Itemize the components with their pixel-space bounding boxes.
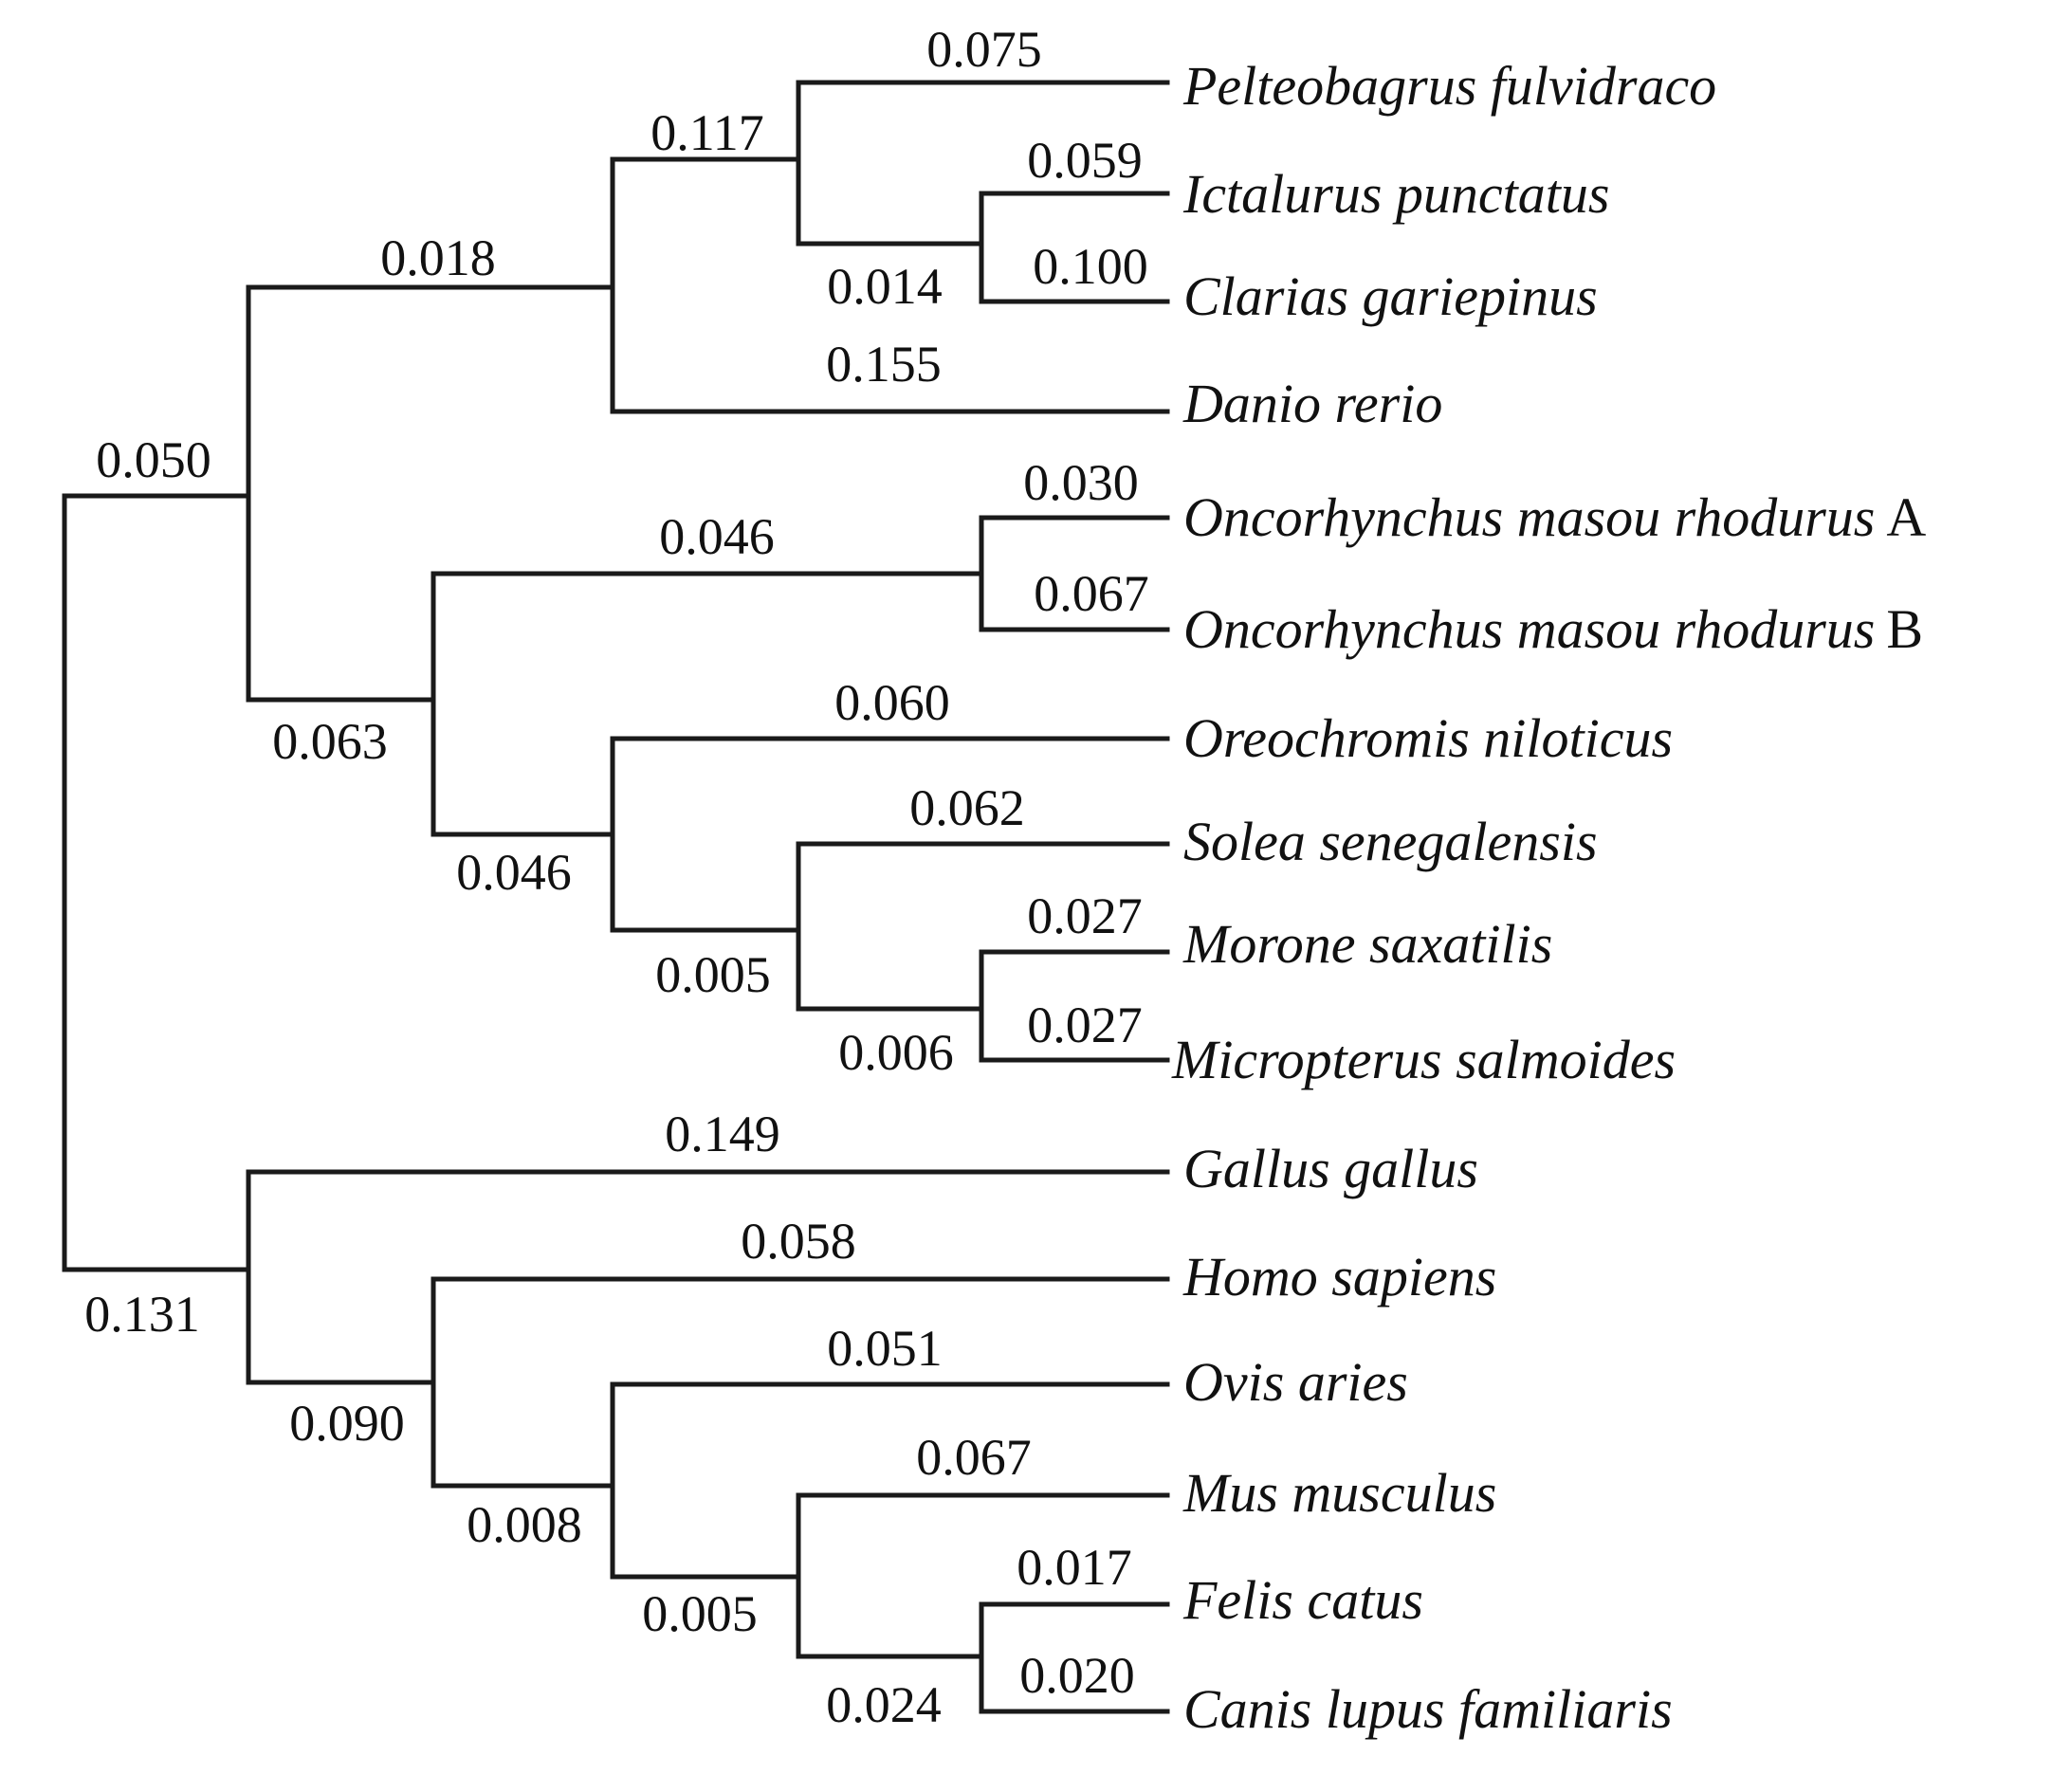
branch-salmon-perch [431,571,984,837]
length-label: 0.046 [456,844,572,901]
taxon-label: Clarias gariepinus [1183,265,1598,327]
length-label: 0.027 [1027,997,1143,1053]
species-name: Solea senegalensis [1183,811,1598,872]
species-name: Mus musculus [1182,1462,1496,1524]
length-label: 0.008 [467,1496,582,1553]
variant-suffix: B [1886,598,1923,660]
length-label: 0.005 [655,946,771,1003]
branch-mammals [431,1276,1170,1489]
species-name: Gallus gallus [1183,1138,1478,1199]
length-label: 0.046 [659,508,775,565]
taxon-label: Morone saxatilis [1182,913,1552,975]
taxon-label: Felis catus [1182,1569,1423,1631]
species-name: Oncorhynchus masou rhodurus [1183,486,1875,548]
length-label: 0.017 [1017,1539,1132,1596]
length-label: 0.063 [272,713,388,770]
branch-perch-group [610,736,1170,933]
length-label: 0.020 [1019,1647,1135,1704]
branch-ictalurus-clarias [979,191,1170,304]
length-label: 0.149 [665,1106,780,1162]
length-label: 0.067 [1034,565,1149,622]
length-label: 0.131 [84,1286,200,1343]
species-name: Ictalurus punctatus [1182,163,1609,225]
length-label: 0.018 [380,229,496,286]
species-name: Felis catus [1182,1569,1423,1631]
length-label: 0.090 [289,1395,405,1452]
length-label: 0.005 [642,1585,758,1642]
taxon-label: Ictalurus punctatus [1182,163,1609,225]
length-label: 0.014 [827,258,943,315]
taxon-label: Oreochromis niloticus [1183,707,1673,769]
branch-length-labels: 0.050 0.131 0.018 0.063 0.117 0.155 0.07… [84,21,1149,1733]
branch-fish [246,284,615,703]
taxon-label: Pelteobagrus fulvidraco [1182,55,1716,117]
length-label: 0.006 [838,1024,954,1081]
branch-catfish-danio [610,156,1170,414]
length-label: 0.075 [926,21,1042,78]
species-name: Homo sapiens [1182,1246,1496,1307]
length-label: 0.051 [827,1320,943,1377]
variant-suffix: A [1886,486,1926,548]
branch-tetrapods [246,1169,1170,1385]
length-label: 0.024 [826,1676,942,1733]
species-name: Morone saxatilis [1182,913,1552,975]
branch-solea-group [796,841,1170,1012]
length-label: 0.027 [1027,887,1143,944]
species-name: Pelteobagrus fulvidraco [1182,55,1716,117]
tree-branches [62,80,1170,1714]
taxon-label: Danio rerio [1182,373,1442,434]
length-label: 0.155 [826,336,942,393]
length-label: 0.100 [1033,238,1148,295]
species-name: Micropterus salmoides [1171,1029,1676,1090]
length-label: 0.050 [96,431,211,488]
length-label: 0.059 [1027,132,1143,189]
branch-root [62,493,251,1272]
taxon-label: Micropterus salmoides [1171,1029,1676,1090]
length-label: 0.030 [1023,454,1139,511]
length-label: 0.058 [741,1213,856,1270]
length-label: 0.067 [916,1429,1032,1486]
taxon-label: Homo sapiens [1182,1246,1496,1307]
species-name: Oreochromis niloticus [1183,707,1673,769]
species-name: Clarias gariepinus [1183,265,1598,327]
branch-morone-micropterus [979,949,1170,1063]
branch-ovis-group [610,1381,1170,1580]
branch-mus-group [796,1492,1170,1659]
length-label: 0.062 [909,779,1025,836]
species-name: Canis lupus familiaris [1183,1678,1673,1740]
taxon-label: Canis lupus familiaris [1183,1678,1673,1740]
species-name: Oncorhynchus masou rhodurus [1183,598,1875,660]
species-name: Danio rerio [1182,373,1442,434]
taxon-label: Gallus gallus [1183,1138,1478,1199]
length-label: 0.117 [650,104,764,161]
length-label: 0.060 [834,674,950,731]
taxon-labels: Pelteobagrus fulvidraco Ictalurus puncta… [1171,55,1926,1740]
taxon-label: Mus musculus [1182,1462,1496,1524]
branch-catfish [796,80,1170,247]
species-name: Ovis aries [1183,1351,1408,1413]
branch-oncorhynchus [979,515,1170,632]
taxon-label: Ovis aries [1183,1351,1408,1413]
taxon-label: Solea senegalensis [1183,811,1598,872]
branch-felis-canis [979,1601,1170,1714]
